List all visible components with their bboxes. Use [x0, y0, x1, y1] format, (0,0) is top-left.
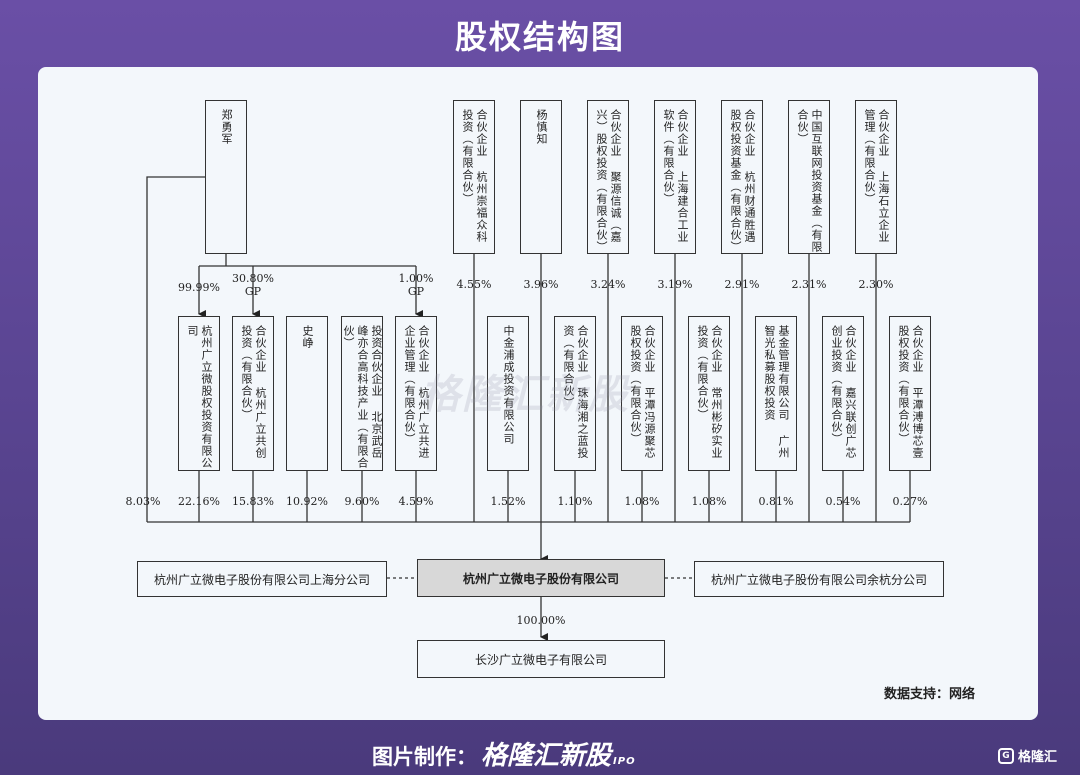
pct-label: 1.10% — [557, 495, 593, 508]
pct-label: 22.16% — [178, 495, 220, 508]
holder-box-wuyuefeng: 投资合伙企业 北京武岳峰亦合高科技产业（有限合伙） — [341, 316, 383, 471]
holder-name: 合伙企业 平潭冯源聚芯股权投资（有限合伙） — [629, 325, 656, 459]
holder-name: 郑勇军 — [220, 109, 233, 145]
pct-label: 1.08% — [624, 495, 660, 508]
founder-pct-label: 1.00%GP — [398, 272, 434, 298]
holder-box-juyuan: 合伙企业 聚源信诚（嘉兴）股权投资（有限合伙） — [587, 100, 629, 254]
holder-name: 合伙企业 珠海湘之蓝投资（有限合伙） — [562, 325, 589, 459]
pct-label: 1.08% — [691, 495, 727, 508]
holder-box-yang-shenzhi: 杨慎知 — [520, 100, 562, 254]
holder-box-pubo: 合伙企业 平潭溥博芯壹股权投资（有限合伙） — [889, 316, 931, 471]
holder-box-zheng-yongjun: 郑勇军 — [205, 100, 247, 254]
holder-box-jianhe: 合伙企业 上海建合工业软件（有限合伙） — [654, 100, 696, 254]
pct-label: 0.54% — [825, 495, 861, 508]
pct-label: 3.96% — [523, 278, 559, 291]
holder-name: 基金管理有限公司 广州智光私募股权投资 — [763, 325, 790, 459]
holder-box-caitong: 合伙企业 杭州财通胜遇股权投资基金（有限合伙） — [721, 100, 763, 254]
subsidiary-pct: 100.00% — [516, 614, 566, 627]
footer-prefix: 图片制作： — [372, 745, 477, 769]
holder-box-shi-zheng: 史峥 — [286, 316, 328, 471]
holder-box-gongjin: 合伙企业 杭州广立共进企业管理（有限合伙） — [395, 316, 437, 471]
page-title: 股权结构图 — [454, 18, 625, 56]
pct-label: 1.52% — [490, 495, 526, 508]
holder-name: 中国互联网投资基金（有限合伙） — [796, 109, 823, 253]
holder-name: 合伙企业 杭州财通胜遇股权投资基金（有限合伙） — [729, 109, 756, 253]
pct-label: 9.60% — [344, 495, 380, 508]
holder-name: 合伙企业 平潭溥博芯壹股权投资（有限合伙） — [897, 325, 924, 459]
branch-shanghai: 杭州广立微电子股份有限公司上海分公司 — [137, 561, 387, 597]
footer-ipo: IPO — [613, 756, 636, 767]
holder-name: 史峥 — [301, 325, 314, 349]
pct-label: 3.19% — [657, 278, 693, 291]
holder-box-chongfu: 合伙企业 杭州崇福众科投资（有限合伙） — [453, 100, 495, 254]
watermark: 格隆汇新股 — [420, 372, 630, 418]
pct-label: 4.55% — [456, 278, 492, 291]
subsidiary-company: 长沙广立微电子有限公司 — [417, 640, 665, 678]
data-source: 数据支持：网络 — [884, 687, 976, 702]
holder-box-xiangzhilan: 合伙企业 珠海湘之蓝投资（有限合伙） — [554, 316, 596, 471]
footer-brand: 格隆汇新股 — [481, 741, 612, 771]
holder-name: 中金浦成投资有限公司 — [502, 325, 515, 445]
holder-box-gongchuang: 合伙企业 杭州广立共创投资（有限合伙） — [232, 316, 274, 471]
main-company: 杭州广立微电子股份有限公司 — [417, 559, 665, 597]
holder-box-zhongjin: 中金浦成投资有限公司 — [487, 316, 529, 471]
holder-box-zhiguang: 基金管理有限公司 广州智光私募股权投资 — [755, 316, 797, 471]
pct-label: 3.24% — [590, 278, 626, 291]
branch-yuhang: 杭州广立微电子股份有限公司余杭分公司 — [694, 561, 944, 597]
pct-label: 0.81% — [758, 495, 794, 508]
holder-box-internet-fund: 中国互联网投资基金（有限合伙） — [788, 100, 830, 254]
holder-name: 合伙企业 嘉兴联创广芯创业投资（有限合伙） — [830, 325, 857, 459]
pct-label: 2.91% — [724, 278, 760, 291]
founder-pct-label: 30.80%GP — [232, 272, 274, 298]
founder-pct-label: 99.99% — [178, 281, 220, 294]
corner-brand-text: 格隆汇 — [1018, 750, 1058, 765]
holder-name: 合伙企业 杭州广立共创投资（有限合伙） — [240, 325, 267, 459]
holder-name: 合伙企业 杭州广立共进企业管理（有限合伙） — [403, 325, 430, 459]
holder-box-guangliwei-equity: 杭州广立微股权投资有限公司 — [178, 316, 220, 471]
founder-direct-pct: 8.03% — [125, 495, 161, 508]
pct-label: 0.27% — [892, 495, 928, 508]
holder-box-fengyuan: 合伙企业 平潭冯源聚芯股权投资（有限合伙） — [621, 316, 663, 471]
corner-logo: G 格隆汇 — [998, 746, 1057, 765]
pct-label: 2.30% — [858, 278, 894, 291]
brand-logo-icon: G — [998, 747, 1014, 764]
holder-name: 合伙企业 上海石立企业管理（有限合伙） — [863, 109, 890, 243]
pct-label: 15.83% — [232, 495, 274, 508]
pct-label: 10.92% — [286, 495, 328, 508]
holder-name: 投资合伙企业 北京武岳峰亦合高科技产业（有限合伙） — [342, 325, 383, 469]
holder-name: 杨慎知 — [535, 109, 548, 145]
holder-box-shili: 合伙企业 上海石立企业管理（有限合伙） — [855, 100, 897, 254]
holder-name: 杭州广立微股权投资有限公司 — [186, 325, 213, 469]
holder-box-lianchuang: 合伙企业 嘉兴联创广芯创业投资（有限合伙） — [822, 316, 864, 471]
holder-name: 合伙企业 上海建合工业软件（有限合伙） — [662, 109, 689, 243]
pct-label: 4.59% — [398, 495, 434, 508]
holder-box-binxi: 合伙企业 常州彬矽实业投资（有限合伙） — [688, 316, 730, 471]
holder-name: 合伙企业 杭州崇福众科投资（有限合伙） — [461, 109, 488, 243]
holder-name: 合伙企业 常州彬矽实业投资（有限合伙） — [696, 325, 723, 459]
pct-label: 2.31% — [791, 278, 827, 291]
holder-name: 合伙企业 聚源信诚（嘉兴）股权投资（有限合伙） — [595, 109, 622, 253]
